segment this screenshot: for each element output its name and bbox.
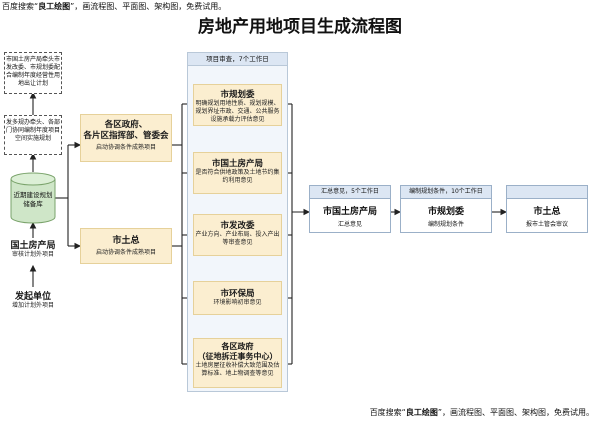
initiator-sub: 增加计划外项目 xyxy=(11,302,54,309)
output-planning-conditions: 编制规划条件，10个工作日 市规划委 编制规划条件 xyxy=(400,185,492,233)
review-node-district-title: 各区政府 （征地拆迁事务中心） xyxy=(197,342,278,361)
space-plan-box: 发多规办牵头、各部门协同编制年度项目空间实施规划 xyxy=(4,115,62,155)
top-note-brand: 良工绘图 xyxy=(38,2,71,11)
output-planning-conditions-sub: 编制规划条件 xyxy=(427,221,464,228)
review-node-development: 市发改委 产业方向、产业布局、投入产出等审查意见 xyxy=(193,214,282,256)
review-node-planning: 市规划委 明确规划用地性质、规划规模、规划界址市政、交通、公共服务设施承载力评估… xyxy=(193,84,282,126)
review-node-planning-title: 市规划委 xyxy=(220,90,255,100)
database-label: 近期建设规划储备库 xyxy=(13,191,53,208)
output-planning-conditions-header: 编制规划条件，10个工作日 xyxy=(401,186,491,199)
review-node-district: 各区政府 （征地拆迁事务中心） 土地房屋征收补偿大致范围及估算标准、地上物调查等… xyxy=(193,338,282,388)
district-sub: 启动协调条件成熟项目 xyxy=(95,144,156,151)
review-lane-header: 项目审查，7个工作日 xyxy=(188,53,287,66)
review-node-district-sub: 土地房屋征收补偿大致范围及估算标准、地上物调查等意见 xyxy=(195,362,280,377)
district-gov-node: 各区政府、 各片区指挥部、管委会 启动协调条件成熟项目 xyxy=(80,114,172,162)
review-node-land-bureau-sub: 是否符合供地政策及土地节约集约利用意见 xyxy=(195,169,280,184)
output-summary-header: 汇总意见，5个工作日 xyxy=(310,186,390,199)
land-center-title: 市土总 xyxy=(112,236,140,246)
top-note: 百度搜索“良工绘图”，画流程图、平面图、架构图，免费试用。 xyxy=(2,1,226,12)
agency-node: 国土房产局 审核计划外项目 xyxy=(4,238,62,259)
bottom-note: 百度搜索“良工绘图”，画流程图、平面图、架构图，免费试用。 xyxy=(370,407,594,418)
review-node-environment-sub: 环境影响初审意见 xyxy=(213,299,262,306)
land-plan-box: 市国土房产局牵头市发改委、市规划委配合编制年度经营性用地出让计划 xyxy=(4,52,62,94)
agency-sub: 审核计划外项目 xyxy=(11,251,54,258)
review-node-planning-sub: 明确规划用地性质、规划规模、规划界址市政、交通、公共服务设施承载力评估意见 xyxy=(195,100,280,123)
top-note-suffix: ”，画流程图、平面图、架构图，免费试用。 xyxy=(70,2,227,11)
review-node-environment: 市环保局 环境影响初审意见 xyxy=(193,281,282,315)
review-node-development-title: 市发改委 xyxy=(220,221,255,231)
land-center-sub: 启动协调条件成熟项目 xyxy=(95,249,156,256)
initiator-title: 发起单位 xyxy=(14,292,51,302)
output-land-review-title: 市土总 xyxy=(533,207,561,217)
land-center-node: 市土总 启动协调条件成熟项目 xyxy=(80,228,172,264)
output-land-review-sub: 报市土管会审议 xyxy=(525,221,568,228)
output-summary: 汇总意见，5个工作日 市国土房产局 汇总意见 xyxy=(309,185,391,233)
review-node-land-bureau: 市国土房产局 是否符合供地政策及土地节约集约利用意见 xyxy=(193,152,282,194)
top-note-prefix: 百度搜索“ xyxy=(2,2,39,11)
output-planning-conditions-title: 市规划委 xyxy=(427,207,464,217)
output-land-review: 市土总 报市土管会审议 xyxy=(506,185,588,233)
database-icon xyxy=(10,172,56,224)
review-node-development-sub: 产业方向、产业布局、投入产出等审查意见 xyxy=(195,231,280,246)
reserve-database: 近期建设规划储备库 xyxy=(10,172,56,224)
initiator-node: 发起单位 增加计划外项目 xyxy=(4,289,62,310)
district-title-line1: 各区政府、 xyxy=(104,120,148,130)
agency-title: 国土房产局 xyxy=(10,241,56,251)
review-node-environment-title: 市环保局 xyxy=(220,289,255,299)
bottom-note-prefix: 百度搜索“ xyxy=(369,408,406,417)
output-summary-title: 市国土房产局 xyxy=(322,207,377,217)
page-title: 房地产用地项目生成流程图 xyxy=(198,17,402,37)
bottom-note-suffix: ”，画流程图、平面图、架构图，免费试用。 xyxy=(437,408,594,417)
output-land-review-header xyxy=(507,186,587,199)
district-title-line2: 各片区指挥部、管委会 xyxy=(83,131,169,141)
review-node-land-bureau-title: 市国土房产局 xyxy=(211,159,263,169)
output-summary-sub: 汇总意见 xyxy=(337,221,362,228)
bottom-note-brand: 良工绘图 xyxy=(405,408,438,417)
